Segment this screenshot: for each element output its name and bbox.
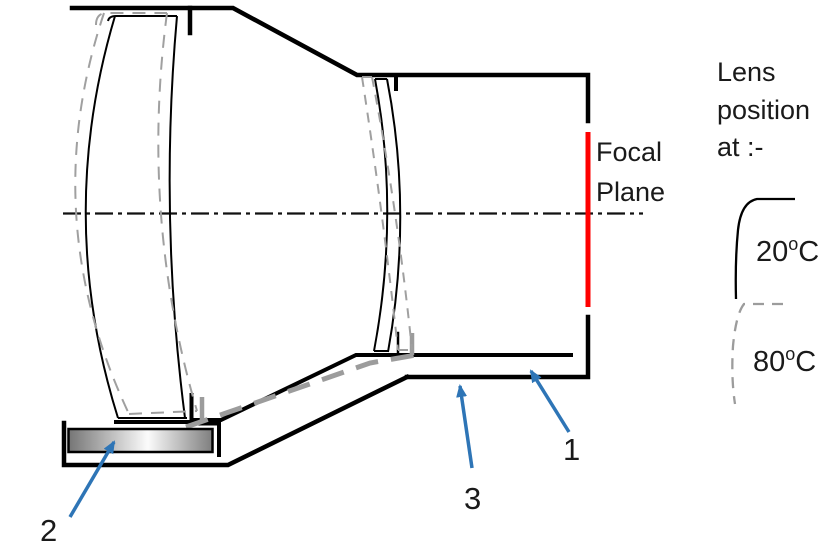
legend-20c-number: 20 [756, 236, 788, 268]
legend-80c-number: 80 [753, 346, 785, 378]
front-lens-80c-front-surface [74, 12, 130, 415]
legend-title-line3: at :- [717, 132, 764, 162]
legend-label-20c: 20oC [756, 234, 819, 268]
legend-title-line1: Lens [717, 57, 776, 87]
callout-arrow-3 [456, 384, 474, 469]
legend-curve-20c [734, 197, 795, 300]
callout-arrows [68, 369, 571, 518]
focal-plane-label-line1: Focal [596, 137, 662, 167]
callout-label-2: 2 [40, 513, 57, 546]
legend-80c-unit: C [795, 346, 816, 378]
housing-80c-dashed-wall [185, 352, 417, 430]
front-lens-20c-top-edge [107, 15, 177, 22]
housing-bottom-right-outline [404, 314, 591, 380]
rear-lens-80c-front-surface [361, 76, 399, 351]
rear-lens-20c-front-surface [373, 78, 389, 352]
housing-outer-bottom-bracket [61, 373, 411, 468]
legend-80c-degree-mark: o [785, 344, 795, 364]
front-lens-20c [84, 15, 187, 419]
front-lens-20c-front-surface [84, 15, 119, 419]
focal-plane-label-line2: Plane [596, 177, 665, 207]
callout-label-1: 1 [563, 432, 580, 467]
front-lens-80c-rear-surface [157, 12, 198, 412]
front-lens-80c [74, 12, 198, 415]
callout-arrow-1 [529, 369, 571, 433]
housing-top-outline [69, 5, 591, 124]
thermal-compensator-gradient-bar [67, 427, 214, 454]
front-lens-80c-bottom-edge [128, 410, 198, 415]
legend-curve-80c [731, 302, 783, 405]
rear-lens-80c-rear-surface [371, 76, 413, 351]
legend-20c-degree-mark: o [788, 234, 798, 254]
legend-title-line2: position [717, 95, 810, 125]
callout-arrow-2 [68, 440, 116, 518]
front-lens-20c-rear-surface [168, 15, 186, 419]
legend: Lens position at :- 20oC 80oC [717, 57, 819, 405]
legend-20c-unit: C [798, 236, 819, 268]
front-lens-80c-top-edge [95, 12, 167, 26]
focal-plane-label: Focal Plane [596, 137, 665, 207]
legend-label-80c: 80oC [753, 344, 816, 378]
rear-lens-80c [361, 76, 413, 351]
callout-label-3: 3 [464, 481, 481, 516]
